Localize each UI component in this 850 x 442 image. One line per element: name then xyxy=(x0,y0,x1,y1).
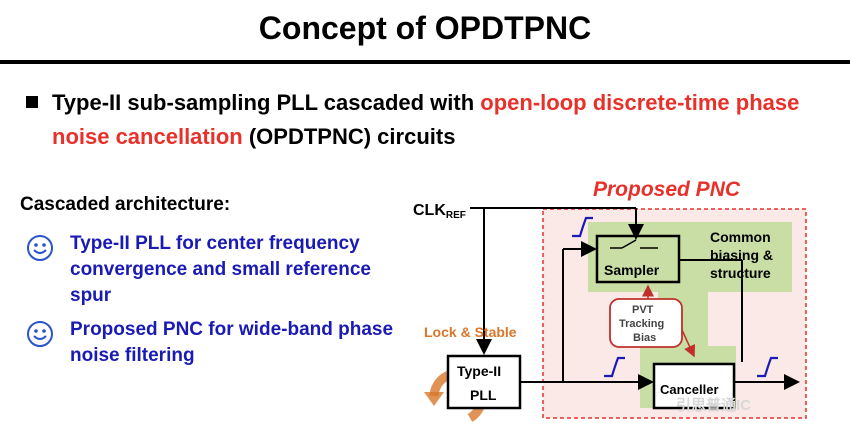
canceller-label: Canceller xyxy=(660,382,719,397)
bullet-text-after: (OPDTPNC) circuits xyxy=(242,124,456,149)
smiley-icon xyxy=(27,321,53,347)
lock-stable-label: Lock & Stable xyxy=(424,324,517,340)
clk-sub: REF xyxy=(446,210,466,221)
proposed-pnc-label: Proposed PNC xyxy=(593,178,741,201)
type2-pll-block xyxy=(446,354,522,410)
architecture-item-pnc: Proposed PNC for wide-band phase noise f… xyxy=(70,319,394,366)
pvt-line-2: Tracking xyxy=(619,318,664,330)
pvt-line-1: PVT xyxy=(632,304,654,316)
pll-line-2: PLL xyxy=(470,387,497,403)
sampler-label: Sampler xyxy=(604,262,660,278)
pvt-line-3: Bias xyxy=(633,332,656,344)
pvt-bias-block xyxy=(609,298,683,348)
title-divider xyxy=(0,60,850,64)
main-bullet: Type-II sub-sampling PLL cascaded with o… xyxy=(52,86,812,154)
clk-ref-label: CLKREF xyxy=(413,202,466,221)
edge-waveform-icon xyxy=(604,356,625,378)
bullet-text-before: Type-II sub-sampling PLL cascaded with xyxy=(52,90,481,115)
page-title: Concept of OPDTPNC xyxy=(258,10,592,46)
edge-waveform-icon xyxy=(757,356,778,378)
clk-main: CLK xyxy=(413,202,446,219)
common-biasing-region xyxy=(588,222,792,292)
common-line-3: structure xyxy=(710,265,771,281)
canceller-block xyxy=(652,362,736,410)
bullet-square-icon xyxy=(26,96,38,108)
watermark: 引思普通IC xyxy=(676,397,752,414)
architecture-item-pll: Type-II PLL for center frequency converg… xyxy=(70,233,371,306)
pll-line-1: Type-II xyxy=(457,363,501,379)
bullet-highlight: open-loop discrete-time phase noise canc… xyxy=(52,90,800,149)
common-line-1: Common xyxy=(710,229,771,245)
smiley-icon xyxy=(27,235,53,261)
edge-waveform-icon xyxy=(572,216,593,238)
architecture-heading: Cascaded architecture: xyxy=(20,194,231,215)
